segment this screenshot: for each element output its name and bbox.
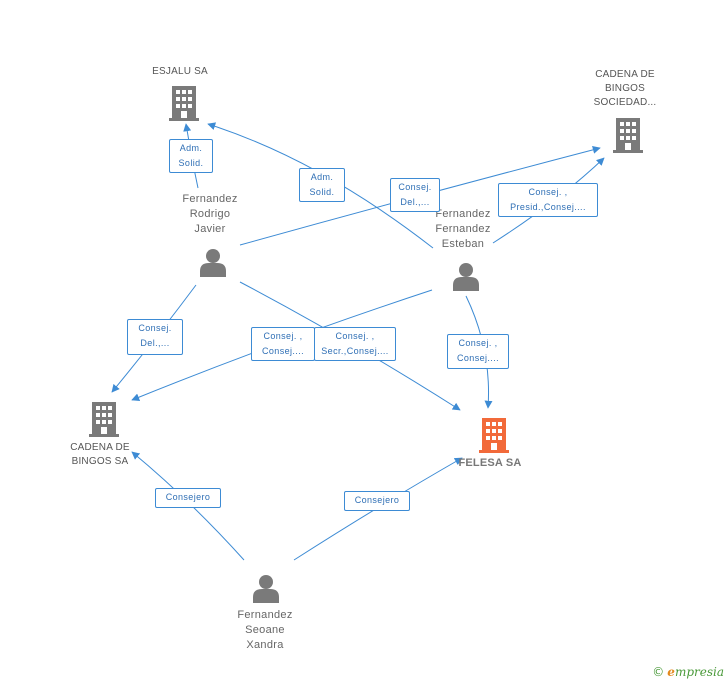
brand-initial: e xyxy=(667,665,675,679)
edge-label-esteban-cadena-bingos[interactable]: Consej. , Consej.... xyxy=(251,327,315,361)
empresia-logo[interactable]: ©empresia xyxy=(652,665,724,679)
node-label-felesa[interactable]: FELESA SA xyxy=(458,457,522,469)
edge-label-esteban-esjalu[interactable]: Adm. Solid. xyxy=(299,168,345,202)
brand-name: mpresia xyxy=(674,665,724,679)
edge-label-esteban-cadena-sociedad[interactable]: Consej. , Presid.,Consej.... xyxy=(498,183,598,217)
fernandez-seoane-person-icon[interactable] xyxy=(253,575,279,603)
node-label-fernandez-esteban[interactable]: Fernandez Fernandez Esteban xyxy=(435,208,491,250)
node-label-cadena-sociedad[interactable]: CADENA DE BINGOS SOCIEDAD... xyxy=(593,69,657,108)
edge-label-rodrigo-cadena-bingos[interactable]: Consej. Del.,... xyxy=(127,319,183,355)
felesa-building-icon[interactable] xyxy=(479,418,509,453)
edge-label-esteban-felesa[interactable]: Consej. , Consej.... xyxy=(447,334,509,369)
edge-label-rodrigo-cadena-sociedad[interactable]: Consej. Del.,... xyxy=(390,178,440,212)
cadena-bingos-sa-building-icon[interactable] xyxy=(89,402,119,437)
node-label-cadena-bingos-sa[interactable]: CADENA DE BINGOS SA xyxy=(70,442,130,467)
esjalu-building-icon[interactable] xyxy=(169,86,199,121)
copyright-icon: © xyxy=(652,665,665,679)
node-label-esjalu[interactable]: ESJALU SA xyxy=(152,66,208,77)
edge-label-rodrigo-felesa[interactable]: Consej. , Secr.,Consej.... xyxy=(314,327,396,361)
node-label-fernandez-rodrigo[interactable]: Fernandez Rodrigo Javier xyxy=(182,193,238,235)
fernandez-esteban-person-icon[interactable] xyxy=(453,263,479,291)
fernandez-rodrigo-person-icon[interactable] xyxy=(200,249,226,277)
cadena-sociedad-building-icon[interactable] xyxy=(613,118,643,153)
edge-label-seoane-cadena-bingos[interactable]: Consejero xyxy=(155,488,221,508)
edge-label-seoane-felesa[interactable]: Consejero xyxy=(344,491,410,511)
edge-label-rodrigo-esjalu[interactable]: Adm. Solid. xyxy=(169,139,213,173)
node-label-fernandez-seoane[interactable]: Fernandez Seoane Xandra xyxy=(237,609,293,651)
